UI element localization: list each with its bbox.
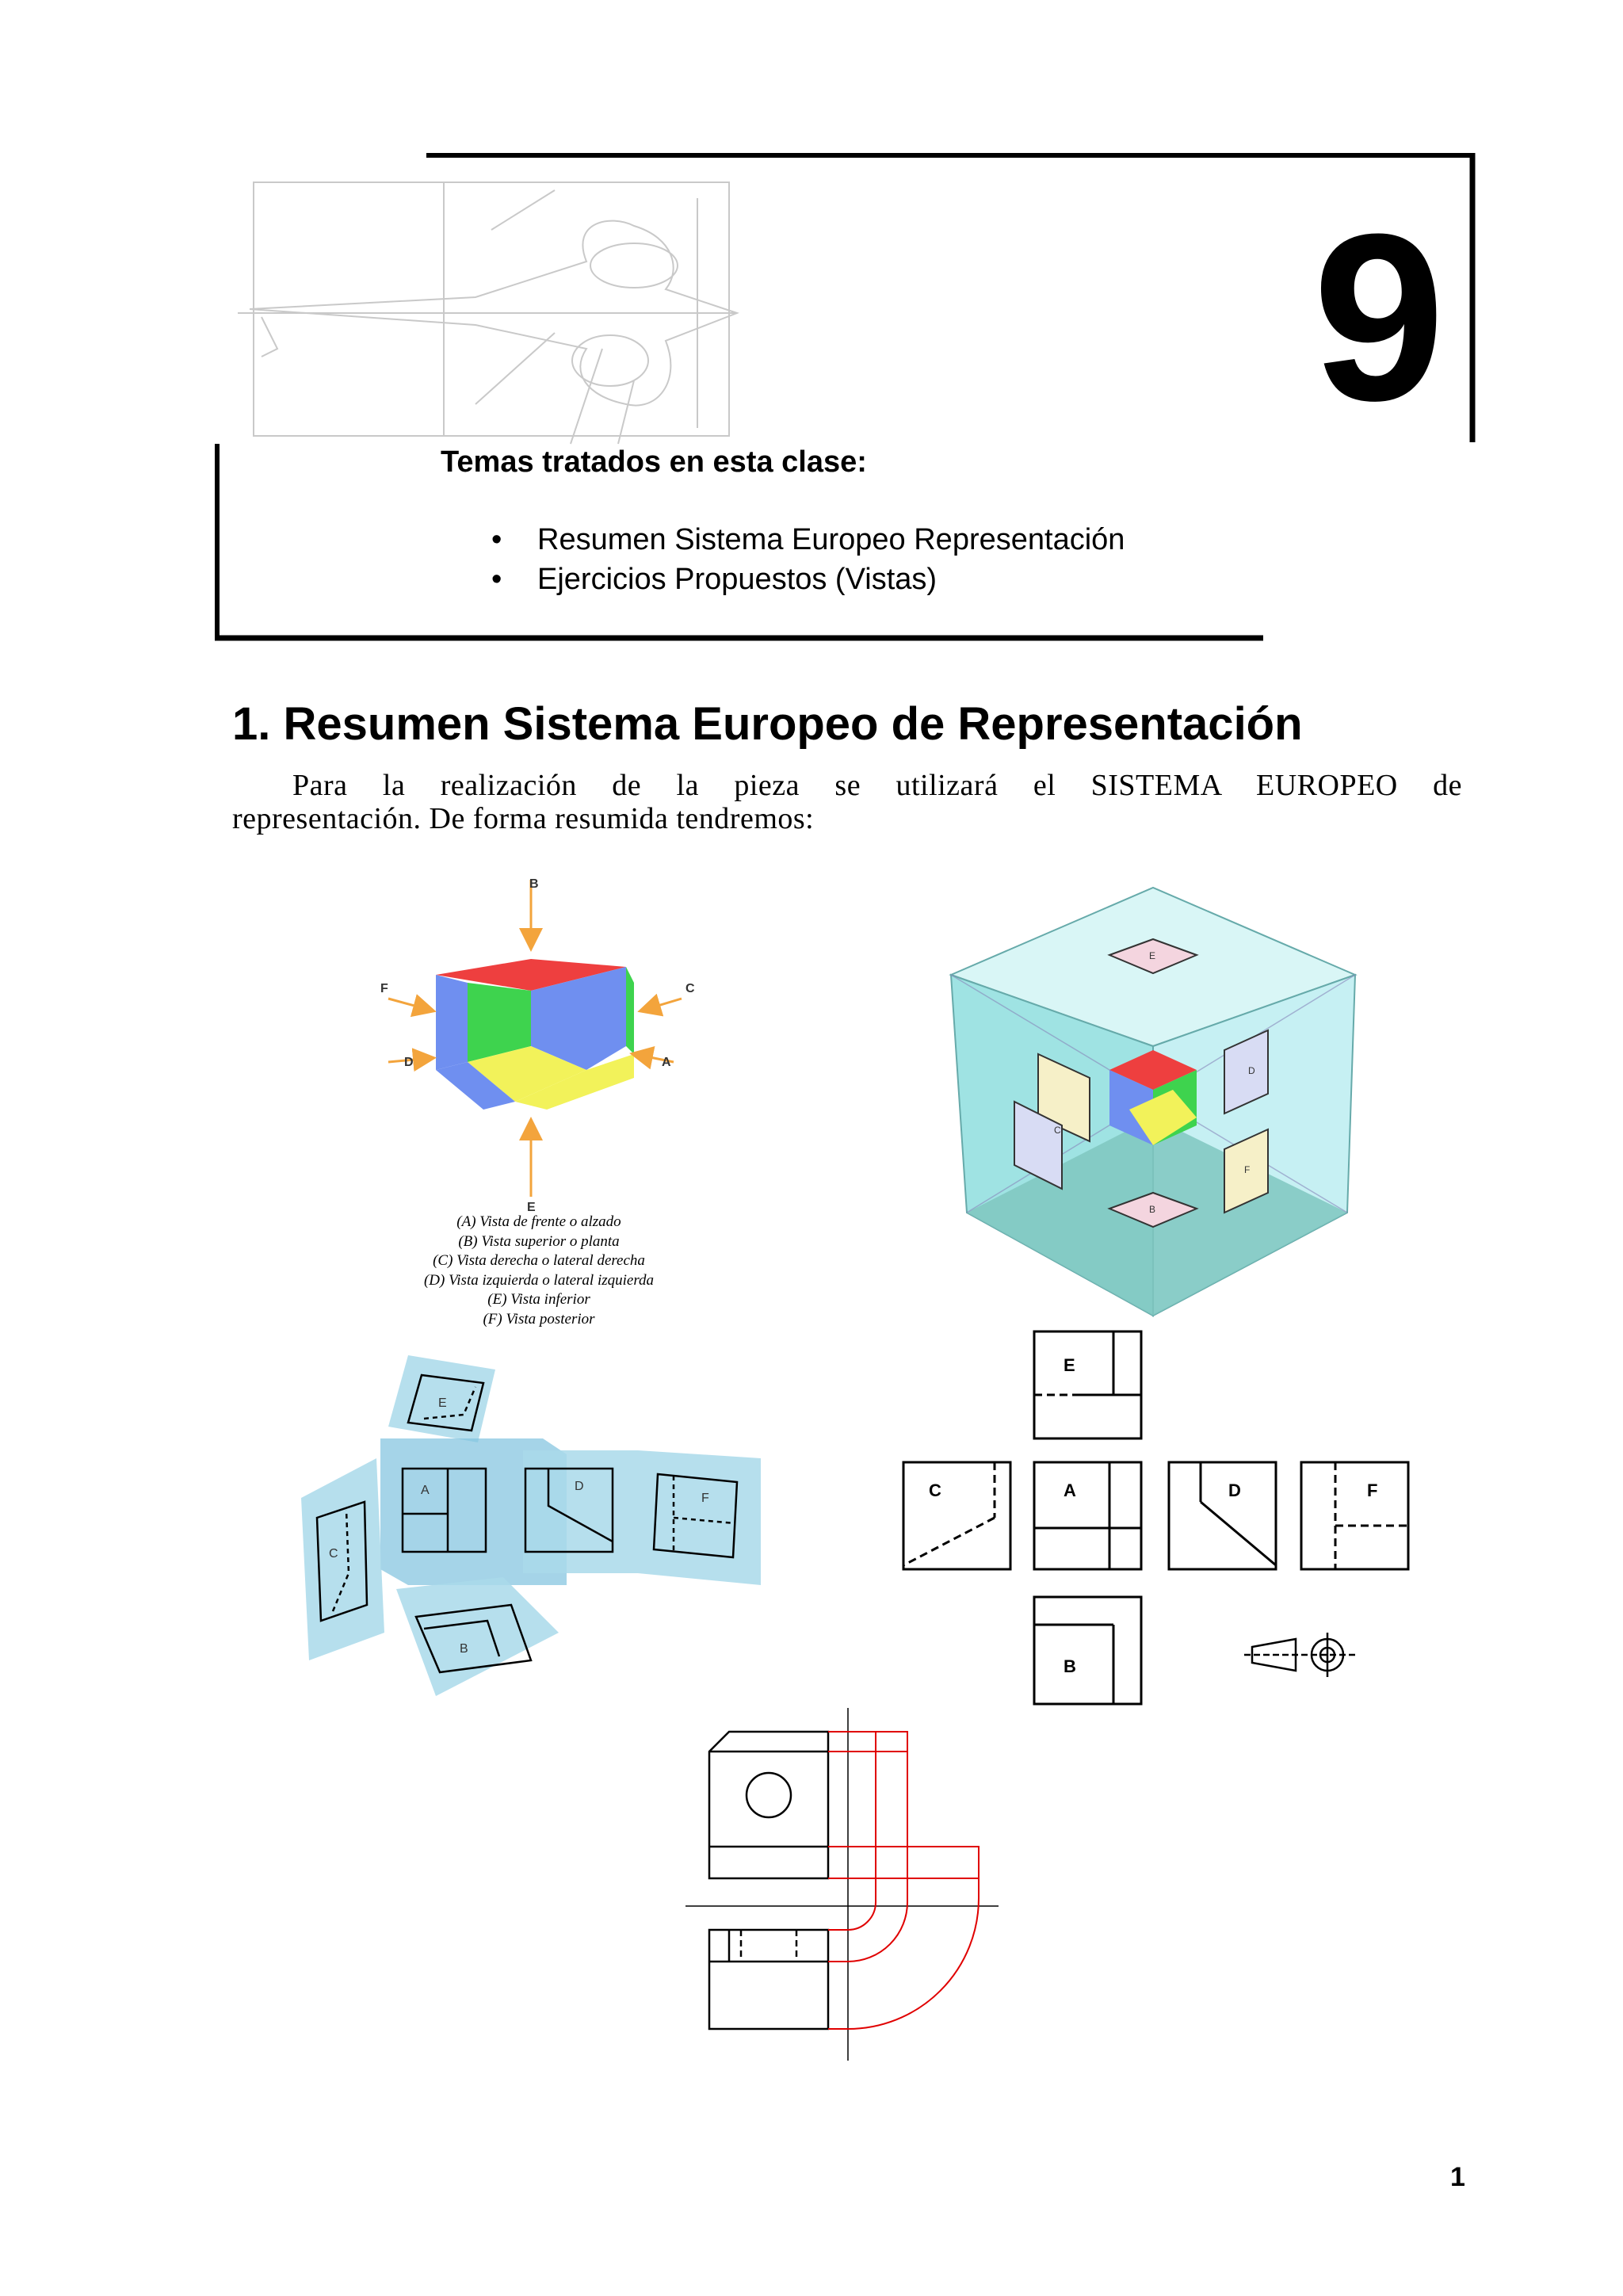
unfolded-label-b: B: [460, 1642, 468, 1656]
view-legend: (A) Vista de frente o alzado (B) Vista s…: [372, 1213, 705, 1329]
scissors-drawing-watermark: [238, 181, 739, 445]
section-title: 1. Resumen Sistema Europeo de Representa…: [232, 698, 1303, 750]
view-construction-figure: [685, 1708, 999, 2061]
topic-label: Ejercicios Propuestos (Vistas): [537, 563, 938, 596]
ortho-label-d: D: [1228, 1480, 1241, 1500]
colored-cube: [436, 959, 634, 1110]
legend-item: (C) Vista derecha o lateral derecha: [433, 1252, 645, 1269]
intro-line: Para la realización de la pieza se utili…: [292, 769, 1462, 802]
unfolded-box-figure: E A D F C B: [301, 1355, 761, 1696]
glass-box-figure: E B C D F: [949, 886, 1358, 1317]
unfolded-label-a: A: [421, 1484, 430, 1497]
topic-item: • Ejercicios Propuestos (Vistas): [491, 563, 937, 597]
ortho-label-a: A: [1064, 1480, 1076, 1500]
ortho-label-e: E: [1064, 1355, 1075, 1375]
ortho-label-b: B: [1064, 1656, 1076, 1676]
page-number: 1: [1450, 2162, 1465, 2192]
glass-panel-label-c: C: [1054, 1125, 1061, 1136]
arrow-label-c: C: [685, 982, 695, 995]
topic-label: Resumen Sistema Europeo Representación: [537, 523, 1125, 556]
unfolded-label-c: C: [329, 1547, 338, 1561]
arrow-label-e: E: [527, 1201, 536, 1213]
view-arrows: [388, 880, 682, 1197]
arrow-label-d: D: [404, 1056, 414, 1069]
intro-paragraph: Para la realización de la pieza se utili…: [232, 769, 1462, 835]
topic-item: • Resumen Sistema Europeo Representación: [491, 523, 1125, 557]
glass-panel-label-e: E: [1149, 950, 1155, 961]
arrow-label-a: A: [662, 1056, 671, 1069]
ortho-label-c: C: [929, 1480, 941, 1500]
legend-item: (A) Vista de frente o alzado: [456, 1213, 621, 1230]
glass-panel-label-f: F: [1244, 1164, 1250, 1175]
bullet-icon: •: [491, 523, 502, 556]
bullet-icon: •: [491, 563, 502, 596]
unfolded-label-e: E: [438, 1396, 447, 1410]
unfolded-label-d: D: [575, 1480, 584, 1493]
legend-item: (B) Vista superior o planta: [458, 1232, 620, 1250]
ortho-label-f: F: [1367, 1480, 1377, 1500]
glass-panel-label-d: D: [1248, 1065, 1255, 1076]
red-projection-lines: [828, 1731, 980, 2030]
projection-symbol-icon: [1244, 1633, 1355, 1677]
topics-heading: Temas tratados en esta clase:: [441, 445, 867, 479]
legend-item: (F) Vista posterior: [483, 1310, 595, 1328]
orthographic-views-figure: E C A D F B: [902, 1330, 1410, 1706]
chapter-number: 9: [1312, 184, 1445, 450]
chapter-header-frame: [215, 153, 1476, 641]
views-cube-figure: B F C D A E: [380, 877, 695, 1213]
legend-item: (D) Vista izquierda o lateral izquierda: [423, 1271, 655, 1289]
unfolded-label-f: F: [701, 1492, 709, 1505]
glass-panel-label-b: B: [1149, 1204, 1155, 1215]
legend-item: (E) Vista inferior: [487, 1291, 590, 1308]
arrow-label-f: F: [380, 982, 388, 995]
intro-line: representación. De forma resumida tendre…: [232, 802, 815, 835]
arrow-label-b: B: [529, 877, 539, 891]
